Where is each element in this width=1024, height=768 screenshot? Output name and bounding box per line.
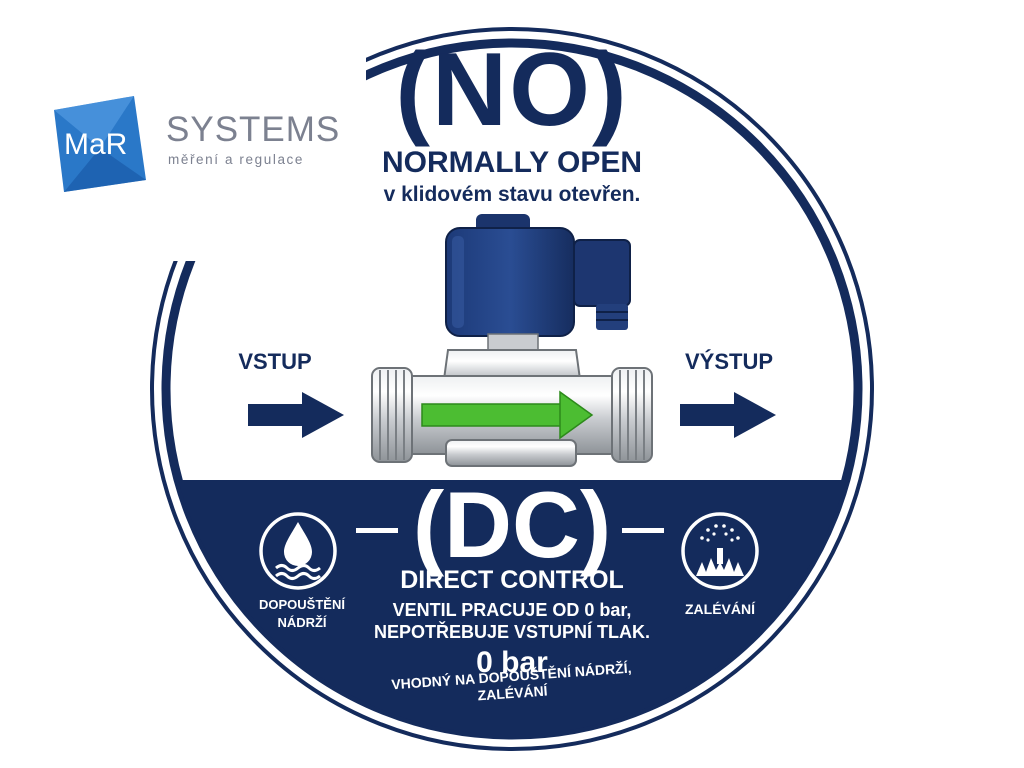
sprinkler-icon [681,512,759,590]
water-drop-icon [259,512,337,590]
logo-panel [128,44,366,261]
inlet-arrow [248,392,344,438]
application-left-label: DOPOUŠTĚNÍ NÁDRŽÍ [242,596,362,631]
valve-type-description: v klidovém stavu otevřen. [383,183,641,206]
application-left-line1: DOPOUŠTĚNÍ [259,597,345,612]
flow-arrow [421,390,594,440]
valve-type-code: (NO) [395,32,629,148]
dc-dash-right [622,528,664,533]
valve-type-name: NORMALLY OPEN [381,146,643,179]
dc-dash-left [356,528,398,533]
control-name: DIRECT CONTROL [400,566,624,594]
pressure-value: 0 bar [476,646,548,679]
control-description-line1: VENTIL PRACUJE OD 0 bar, [392,600,632,620]
logo-mark-text: MaR [64,128,127,161]
control-description: VENTIL PRACUJE OD 0 bar, NEPOTŘEBUJE VST… [312,600,712,644]
application-right-label: ZALÉVÁNÍ [685,601,755,617]
logo-wordmark: SYSTEMS [166,110,341,149]
control-code: (DC) [412,472,612,577]
logo-tagline: měření a regulace [168,152,305,167]
outlet-arrow [680,392,776,438]
outlet-label: VÝSTUP [684,349,774,374]
inlet-label: VSTUP [238,349,312,374]
control-description-line2: NEPOTŘEBUJE VSTUPNÍ TLAK. [373,621,651,642]
mar-logo-mark: MaR [54,96,146,192]
application-left-line2: NÁDRŽÍ [277,614,327,630]
solenoid-valve [371,214,653,467]
